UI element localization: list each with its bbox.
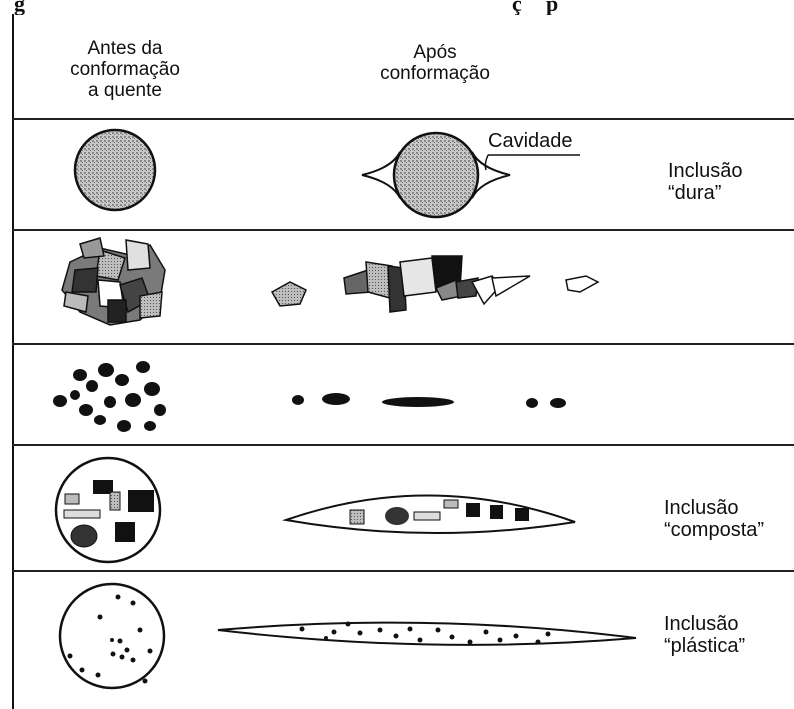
plastic-inclusion-after-shape: [218, 622, 636, 645]
composite-inclusion-after-shape: [286, 495, 575, 533]
plastic-inclusion-before-shape: [60, 584, 164, 688]
hard-inclusion-after-shape: [362, 133, 510, 217]
particle-inclusion-after-shape: [292, 393, 566, 408]
brittle-inclusion-before-shape: [62, 238, 165, 325]
hard-inclusion-before-shape: [75, 130, 155, 210]
composite-inclusion-before-shape: [56, 458, 160, 562]
brittle-inclusion-after-shape: [272, 256, 598, 312]
particle-inclusion-before-shape: [53, 361, 166, 432]
cavity-pointer: [485, 155, 580, 170]
